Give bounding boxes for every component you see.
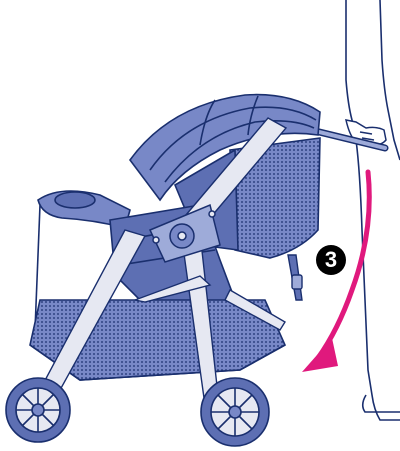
stroller-front-wheel <box>6 378 70 442</box>
arrow-head-icon <box>302 338 338 372</box>
person-outline <box>346 0 400 420</box>
step-number-badge: 3 <box>316 245 346 275</box>
leg-outline <box>346 0 400 420</box>
stroller-rear-wheel <box>201 378 269 446</box>
stroller-strap <box>288 255 302 300</box>
shoe-outline <box>363 395 400 412</box>
